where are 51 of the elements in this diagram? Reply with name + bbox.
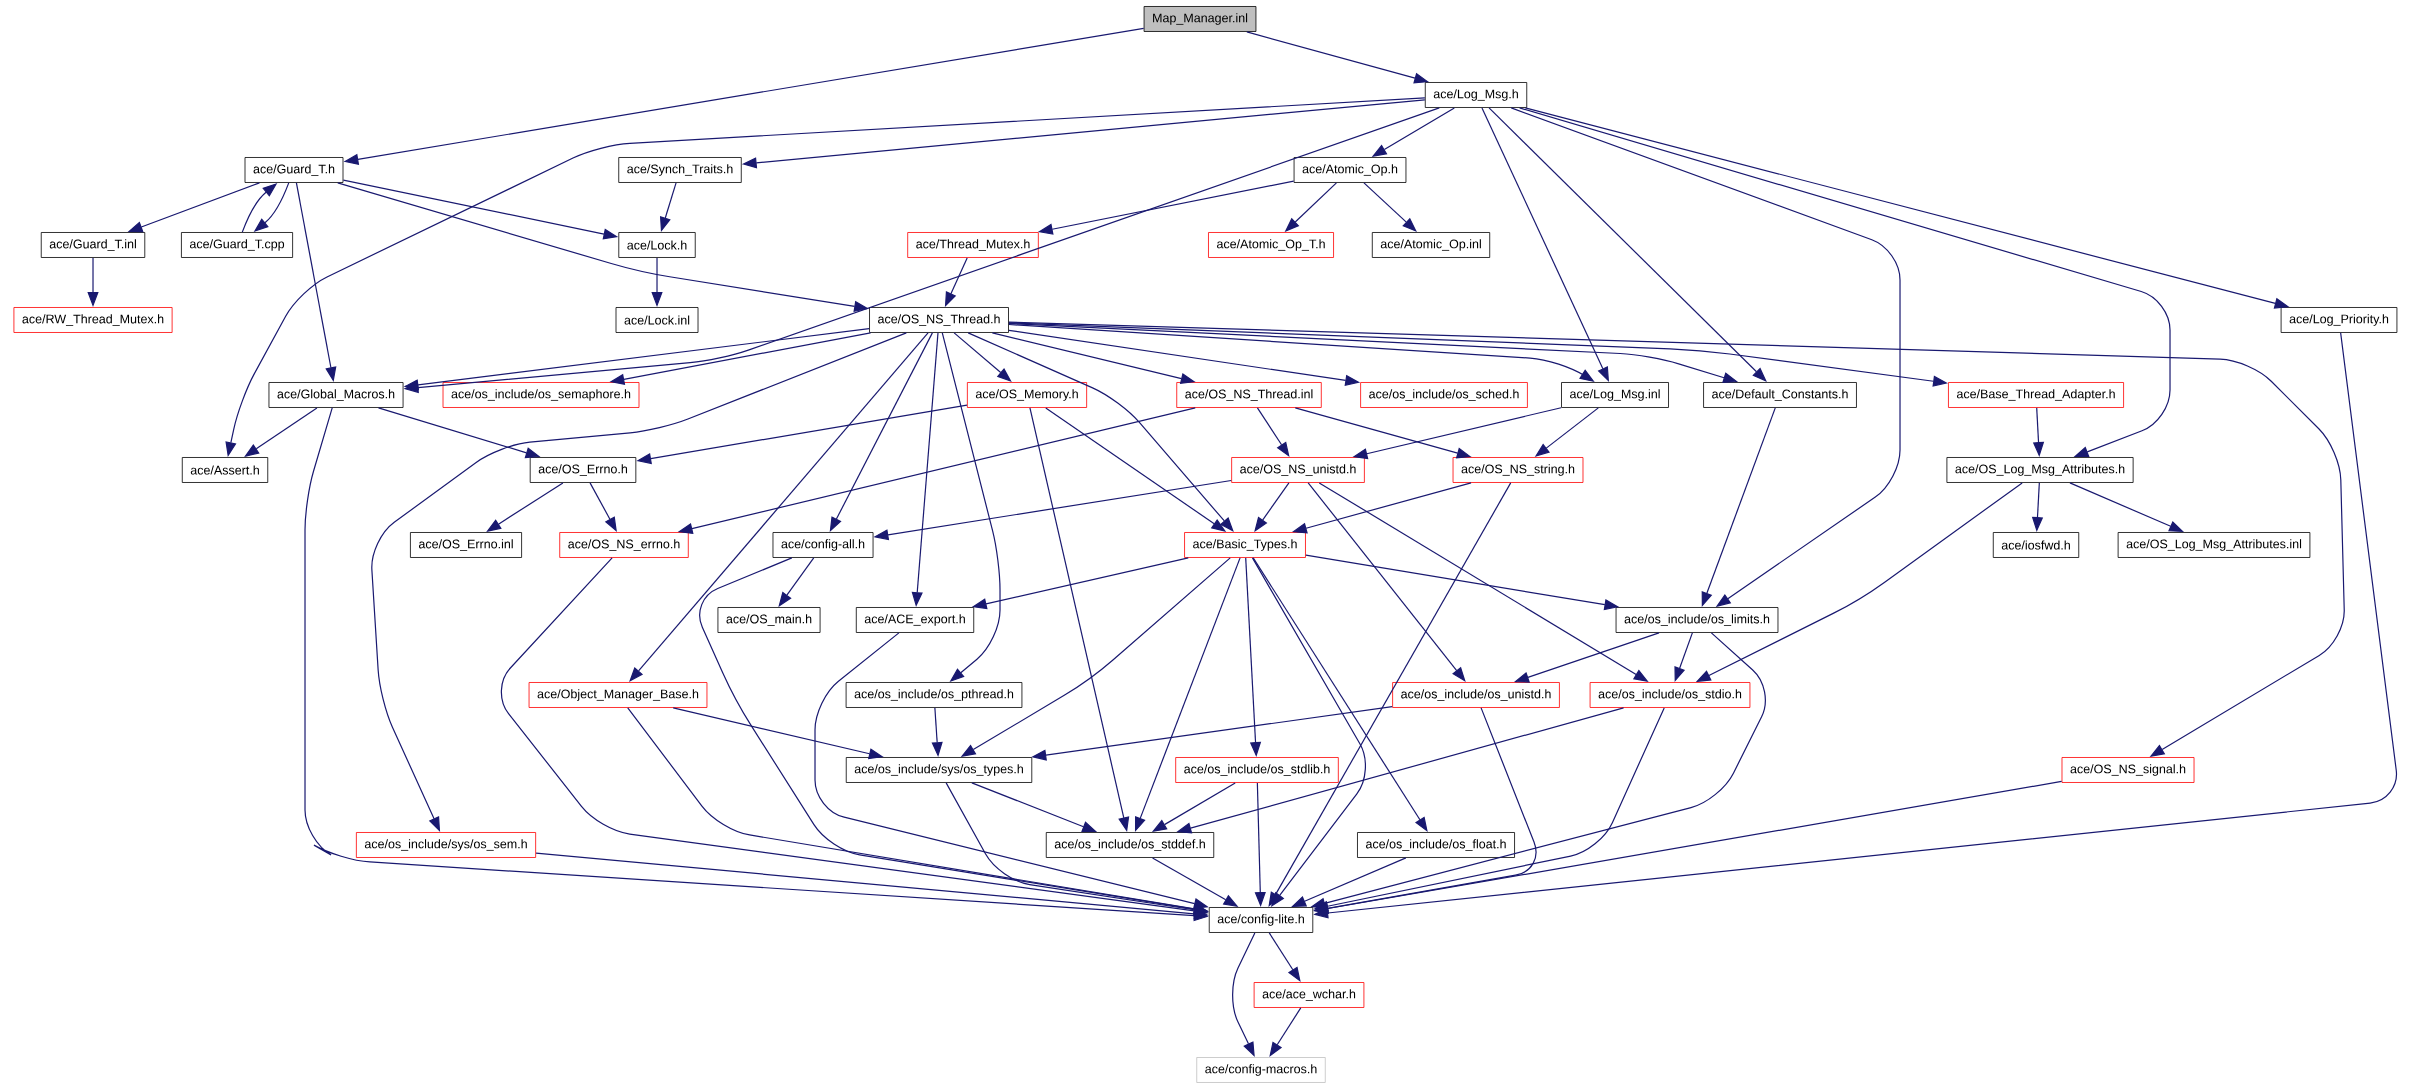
file-box: ace/ACE_export.h xyxy=(855,607,975,633)
file-box: ace/OS_NS_Thread.h xyxy=(869,307,1009,333)
file-box: ace/OS_NS_unistd.h xyxy=(1231,457,1365,483)
file-box: ace/Object_Manager_Base.h xyxy=(528,682,708,708)
file-box: ace/Assert.h xyxy=(181,457,269,483)
file-box: ace/OS_NS_errno.h xyxy=(559,532,689,558)
file-box: ace/RW_Thread_Mutex.h xyxy=(13,307,173,333)
file-box: ace/OS_NS_string.h xyxy=(1452,457,1584,483)
file-box: Map_Manager.inl xyxy=(1143,6,1257,32)
file-box: ace/config-all.h xyxy=(772,532,874,558)
file-box: ace/os_include/os_limits.h xyxy=(1615,607,1779,633)
file-box: ace/Thread_Mutex.h xyxy=(907,232,1039,258)
file-box: ace/os_include/sys/os_types.h xyxy=(845,757,1033,783)
file-box: ace/config-macros.h xyxy=(1196,1057,1326,1083)
file-box: ace/OS_Log_Msg_Attributes.inl xyxy=(2117,532,2311,558)
file-box: ace/Guard_T.inl xyxy=(40,232,146,258)
file-box: ace/OS_Errno.h xyxy=(529,457,637,483)
arrow xyxy=(1519,107,2171,458)
file-box: ace/config-lite.h xyxy=(1208,907,1314,933)
file-box: ace/OS_NS_Thread.inl xyxy=(1176,382,1322,408)
file-box: ace/os_include/os_sched.h xyxy=(1360,382,1528,408)
file-box: ace/OS_Log_Msg_Attributes.h xyxy=(1946,457,2134,483)
file-box: ace/Log_Priority.h xyxy=(2280,307,2398,333)
file-box: ace/os_include/os_unistd.h xyxy=(1392,682,1560,708)
file-box: ace/OS_main.h xyxy=(717,607,821,633)
file-box: ace/Basic_Types.h xyxy=(1184,532,1306,558)
file-box: ace/os_include/os_float.h xyxy=(1357,832,1515,858)
file-box: ace/Synch_Traits.h xyxy=(618,157,742,183)
file-box: ace/Guard_T.h xyxy=(244,157,344,183)
file-box: ace/ace_wchar.h xyxy=(1253,982,1365,1008)
file-box: ace/Log_Msg.h xyxy=(1424,82,1528,108)
file-box: ace/Log_Msg.inl xyxy=(1561,382,1669,408)
file-box: ace/Atomic_Op.h xyxy=(1293,157,1407,183)
file-box: ace/os_include/os_stddef.h xyxy=(1045,832,1215,858)
file-box: ace/os_include/os_stdio.h xyxy=(1589,682,1751,708)
file-box: ace/OS_Errno.inl xyxy=(410,532,522,558)
file-box: ace/os_include/sys/os_sem.h xyxy=(355,832,537,858)
file-box: ace/Base_Thread_Adapter.h xyxy=(1948,382,2124,408)
file-box: ace/Atomic_Op_T.h xyxy=(1208,232,1334,258)
file-box: ace/os_include/os_pthread.h xyxy=(845,682,1023,708)
file-box: ace/Atomic_Op.inl xyxy=(1371,232,1491,258)
file-box: ace/iosfwd.h xyxy=(1992,532,2080,558)
file-box: ace/Lock.h xyxy=(618,232,696,258)
file-box: ace/Default_Constants.h xyxy=(1703,382,1857,408)
file-box: ace/Global_Macros.h xyxy=(268,382,404,408)
file-box: ace/OS_NS_signal.h xyxy=(2061,757,2195,783)
file-box: ace/OS_Memory.h xyxy=(966,382,1088,408)
file-box: ace/Guard_T.cpp xyxy=(181,232,293,258)
file-box: ace/Lock.inl xyxy=(615,307,699,333)
file-box: ace/os_include/os_semaphore.h xyxy=(442,382,640,408)
file-box: ace/os_include/os_stdlib.h xyxy=(1175,757,1339,783)
